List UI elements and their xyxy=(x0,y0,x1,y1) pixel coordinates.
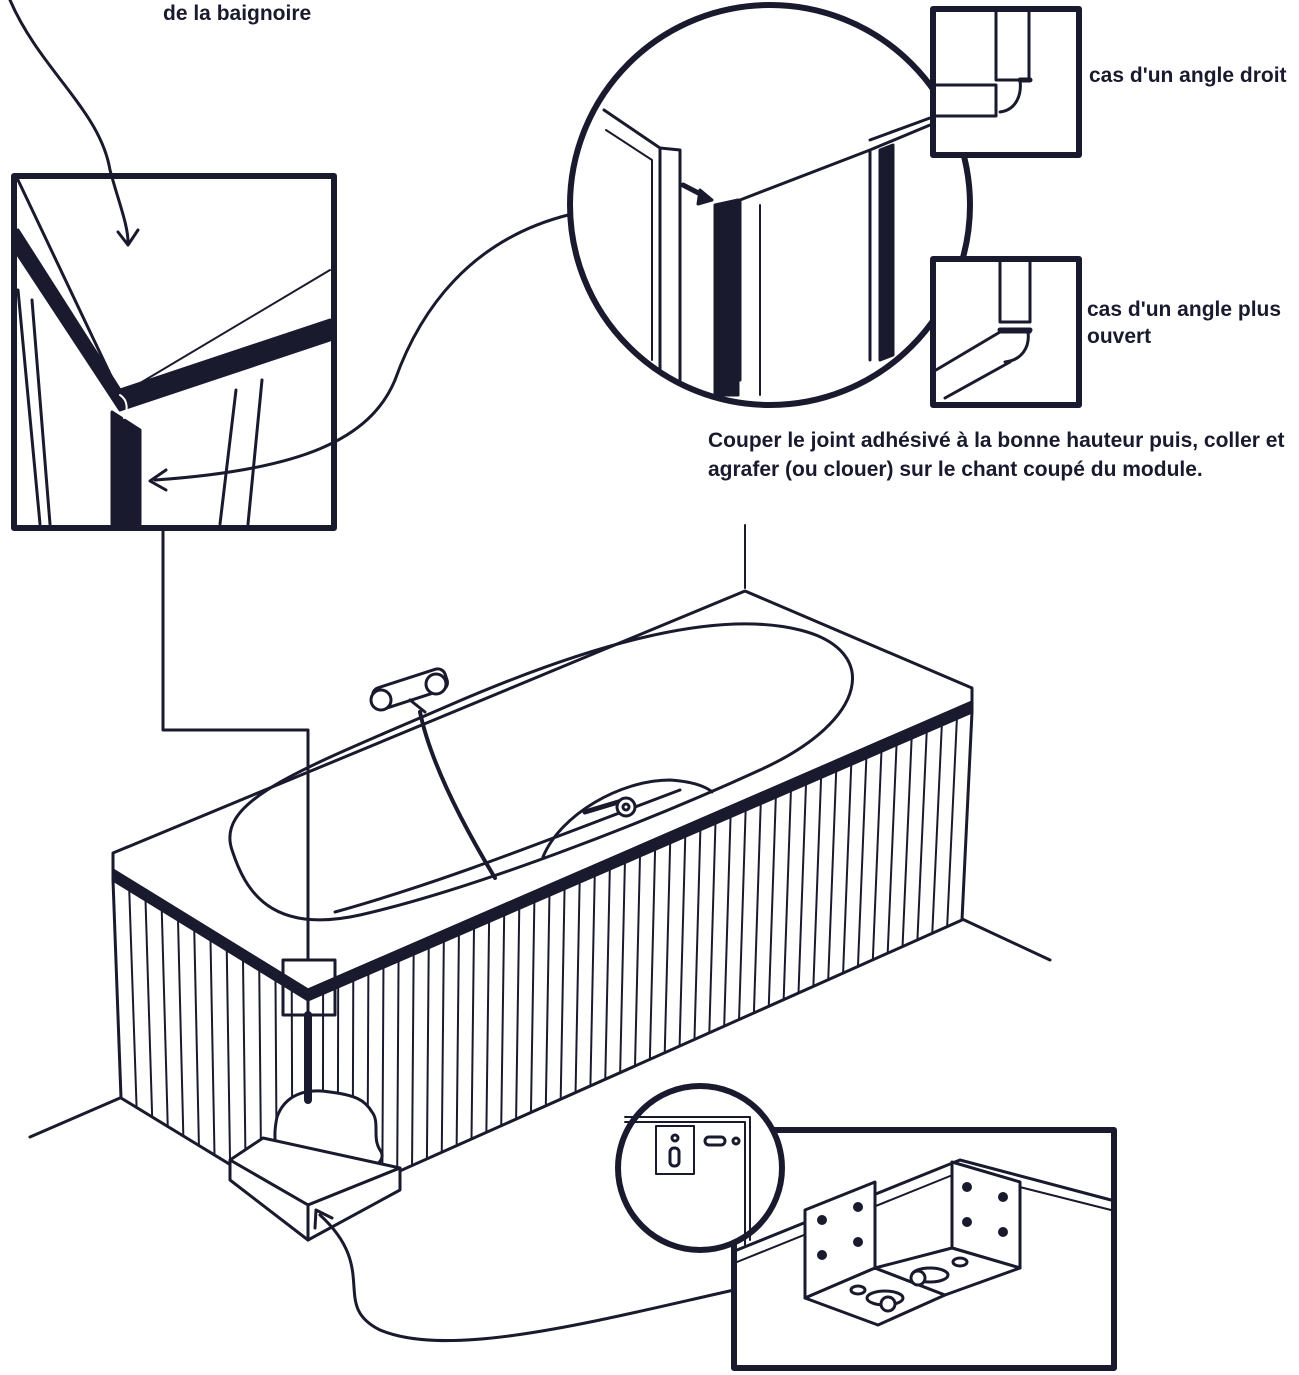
panel-slat xyxy=(871,750,883,961)
panel-slat xyxy=(797,783,807,994)
panel-slat xyxy=(396,959,400,1174)
panel-slat xyxy=(812,776,823,988)
panel-slat xyxy=(515,907,521,1121)
panel-slat xyxy=(193,929,200,1147)
panel-slat xyxy=(678,835,687,1048)
panel-slat xyxy=(752,802,762,1014)
angle-droit-inset xyxy=(930,6,1082,158)
joint-detail-circle xyxy=(567,2,973,408)
panel-slat xyxy=(648,848,657,1061)
instruction-text: Couper le joint adhésivé à la bonne haut… xyxy=(708,429,1285,482)
panel-slat xyxy=(693,828,702,1041)
angle-ouvert-inset xyxy=(930,256,1082,408)
panel-slat xyxy=(411,953,415,1167)
panel-slat xyxy=(931,724,943,935)
faucet-icon xyxy=(369,667,449,714)
panel-slat xyxy=(901,737,913,948)
panel-slat xyxy=(128,889,138,1109)
panel-slat xyxy=(634,855,641,1067)
panel-slat xyxy=(177,919,185,1137)
panel-slat xyxy=(886,743,898,955)
panel-slat xyxy=(663,841,672,1054)
bathtub xyxy=(111,589,974,1214)
bracket-detail-inset xyxy=(731,1127,1117,1371)
panel-slat xyxy=(440,940,445,1154)
panel-slat xyxy=(856,756,868,968)
panel-slat xyxy=(160,909,169,1128)
panel-slat xyxy=(604,868,611,1081)
panel-slat xyxy=(738,809,747,1021)
floor-lines xyxy=(28,916,1052,1139)
panel-slat xyxy=(559,887,566,1101)
angle-droit-label: cas d'un angle droit xyxy=(1089,64,1287,87)
panel-slat xyxy=(767,796,777,1008)
panel-slat xyxy=(209,939,216,1156)
panel-slat xyxy=(470,927,475,1140)
corner-bracket-block xyxy=(228,1089,402,1242)
panel-slat xyxy=(544,894,551,1107)
panel-slat xyxy=(225,949,232,1166)
panel-slat xyxy=(619,861,626,1074)
panel-slat xyxy=(500,913,506,1127)
panel-slat xyxy=(842,763,853,975)
panel-slat xyxy=(827,769,838,981)
panel-slat xyxy=(485,920,491,1134)
panel-slat xyxy=(381,966,385,1180)
angle-ouvert-label: cas d'un angle plus ouvert xyxy=(1087,298,1282,349)
panel-slat xyxy=(723,815,732,1028)
panel-slat xyxy=(782,789,792,1001)
panel-slat xyxy=(455,933,460,1147)
panel-slat xyxy=(916,730,928,941)
panel-slat xyxy=(144,899,154,1118)
corner-detail-inset xyxy=(8,0,570,531)
panel-slat xyxy=(242,959,247,1175)
top-note-label: de la baignoire xyxy=(163,2,312,25)
panel-slat xyxy=(574,881,581,1094)
panel-fixing-circle xyxy=(615,1083,785,1253)
panel-slat xyxy=(589,874,596,1087)
panel-slat xyxy=(946,717,958,928)
panel-slat xyxy=(425,946,430,1160)
panel-slat xyxy=(529,900,536,1114)
shower-head-icon xyxy=(582,796,637,818)
panel-slat xyxy=(708,822,717,1034)
